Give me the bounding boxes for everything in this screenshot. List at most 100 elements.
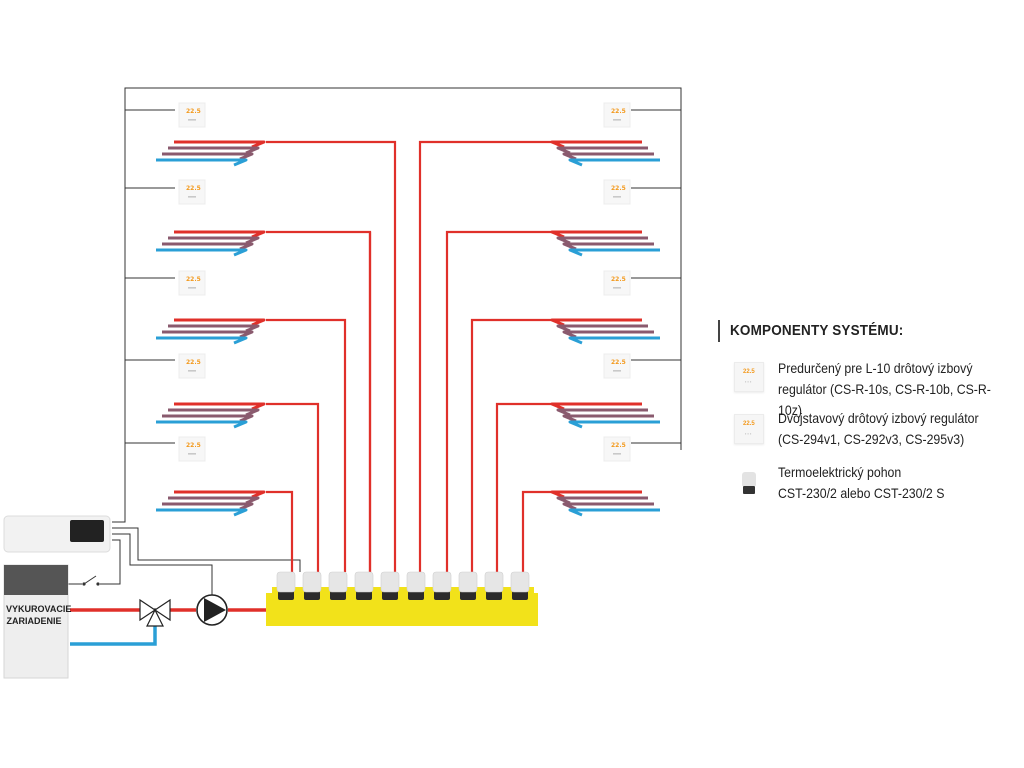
thermoelectric-actuator xyxy=(354,571,374,600)
actuator-cap xyxy=(302,571,322,593)
regulator-body xyxy=(178,102,206,128)
pipe-network xyxy=(70,140,552,646)
regulator-body xyxy=(603,179,631,205)
loop-pipe xyxy=(174,140,266,149)
actuator-cap xyxy=(510,571,530,593)
loop-pipe xyxy=(568,420,660,429)
floor-heating-loop xyxy=(550,140,660,167)
switch-terminal xyxy=(82,582,86,586)
actuator-base xyxy=(460,591,476,600)
regulator-body xyxy=(603,102,631,128)
regulator-display: 22.5 xyxy=(611,359,626,366)
loop-pipe xyxy=(156,158,248,167)
room-regulator: 22.5 xyxy=(603,436,631,462)
regulator-buttons xyxy=(613,196,621,198)
room-regulator: 22.5 xyxy=(178,102,206,128)
regulator-display: 22.5 xyxy=(186,108,201,115)
room-regulator: 22.5 xyxy=(603,353,631,379)
actuator-cap xyxy=(406,571,426,593)
supply-pipe-right xyxy=(445,230,552,572)
floor-heating-loop xyxy=(156,140,266,167)
thermoelectric-actuator xyxy=(328,571,348,600)
loop-pipe xyxy=(174,318,266,327)
regulator-display: 22.5 xyxy=(186,442,201,449)
room-regulator: 22.5 xyxy=(603,270,631,296)
loop-pipe xyxy=(562,502,654,511)
thermoelectric-actuator xyxy=(510,571,530,600)
floor-heating-loop xyxy=(156,230,266,257)
loop-pipe xyxy=(156,508,248,517)
room-regulator: 22.5 xyxy=(178,270,206,296)
legend-accent-bar xyxy=(718,320,720,342)
regulator-display: 22.5 xyxy=(611,276,626,283)
loop-pipe xyxy=(562,152,654,161)
loop-pipe xyxy=(168,496,260,505)
supply-pipe-right xyxy=(521,490,552,572)
thermoelectric-actuator xyxy=(432,571,452,600)
thermoelectric-actuator xyxy=(302,571,322,600)
main-return xyxy=(70,626,157,646)
room-regulator: 22.5 xyxy=(603,102,631,128)
heating-device-label: VYKUROVACIE ZARIADENIE xyxy=(6,604,72,626)
actuator-cap xyxy=(432,571,452,593)
actuator-base xyxy=(330,591,346,600)
switch-contact xyxy=(83,575,97,585)
actuator-base xyxy=(278,591,294,600)
regulator-buttons xyxy=(613,453,621,455)
regulator-buttons xyxy=(188,196,196,198)
supply-pipe-left xyxy=(266,490,294,572)
room-regulators: 22.522.522.522.522.522.522.522.522.522.5 xyxy=(178,102,631,462)
room-regulator: 22.5 xyxy=(178,436,206,462)
regulator-buttons xyxy=(188,119,196,121)
valve-right xyxy=(153,598,171,622)
supply-pipe-left xyxy=(266,402,320,572)
actuator-cap xyxy=(380,571,400,593)
room-regulator: 22.5 xyxy=(603,179,631,205)
wire-controller-top xyxy=(112,510,126,523)
regulator-display: 22.5 xyxy=(611,442,626,449)
regulator-display: 22.5 xyxy=(611,108,626,115)
loop-pipe xyxy=(556,496,648,505)
loop-pipe xyxy=(568,158,660,167)
room-regulator: 22.5 xyxy=(178,179,206,205)
floor-heating-loop xyxy=(156,318,266,345)
floor-heating-loop xyxy=(156,490,266,517)
loop-pipe xyxy=(168,324,260,333)
supply-pipe-right xyxy=(418,140,552,572)
loop-pipe xyxy=(556,408,648,417)
actuator-cap xyxy=(458,571,478,593)
legend-title: KOMPONENTY SYSTÉMU: xyxy=(730,322,904,339)
thermoelectric-actuator xyxy=(380,571,400,600)
regulator-body xyxy=(178,179,206,205)
loop-pipe xyxy=(174,490,266,499)
thermoelectric-actuator xyxy=(276,571,296,600)
thermoelectric-actuator-icon xyxy=(742,472,756,494)
thermoelectric-actuator xyxy=(484,571,504,600)
loop-pipe xyxy=(568,248,660,257)
loop-pipe xyxy=(562,242,654,251)
loop-pipe xyxy=(174,230,266,239)
loop-pipe xyxy=(174,402,266,411)
actuator-cap xyxy=(354,571,374,593)
loop-pipe xyxy=(168,236,260,245)
equipment xyxy=(3,515,538,679)
legend-item-text: Dvojstavový drôtový izbový regulátor (CS… xyxy=(778,410,979,447)
floor-heating-loops xyxy=(156,140,660,517)
loop-pipe xyxy=(556,236,648,245)
loop-pipe xyxy=(550,230,642,239)
actuator-base xyxy=(382,591,398,600)
actuator-base xyxy=(408,591,424,600)
floor-heating-loop xyxy=(550,402,660,429)
actuator-cap xyxy=(328,571,348,593)
regulator-buttons xyxy=(613,119,621,121)
loop-pipe xyxy=(556,146,648,155)
wire-to-manifold xyxy=(112,527,301,572)
loop-pipe xyxy=(156,336,248,345)
loop-pipe xyxy=(568,336,660,345)
loop-pipe xyxy=(550,490,642,499)
loop-pipe xyxy=(562,414,654,423)
loop-pipe xyxy=(550,140,642,149)
regulator-body xyxy=(603,436,631,462)
actuator-base xyxy=(512,591,528,600)
